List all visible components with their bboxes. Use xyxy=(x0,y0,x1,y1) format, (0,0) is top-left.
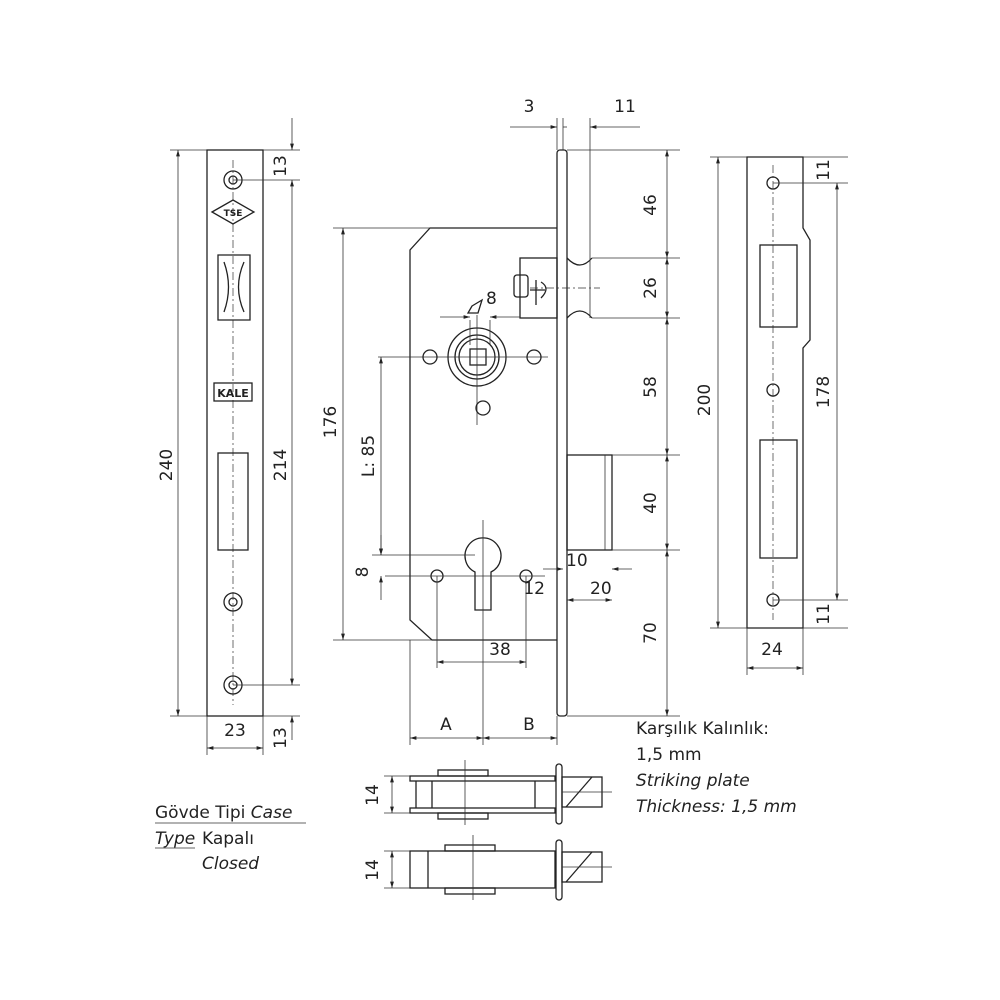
dim-46: 46 xyxy=(641,194,661,216)
svg-text:KALE: KALE xyxy=(217,387,249,400)
note-en-title: Striking plate xyxy=(636,771,750,791)
dim-a: A xyxy=(440,715,452,735)
svg-text:Gövde Tipi Case: Gövde Tipi Case xyxy=(155,803,292,823)
dim-214: 214 xyxy=(271,449,291,481)
screw-hole xyxy=(223,592,243,612)
case-type-label-en-2: Type xyxy=(155,829,195,849)
dim-40: 40 xyxy=(641,492,661,514)
dim-11-bottom: 11 xyxy=(814,603,834,625)
deadbolt xyxy=(566,454,613,551)
dim-cylinder-8: 8 xyxy=(353,567,373,578)
dim-3: 3 xyxy=(524,97,535,117)
dim-240: 240 xyxy=(157,449,177,481)
svg-text:TSE: TSE xyxy=(224,209,243,219)
case-type-value-en: Closed xyxy=(202,854,259,874)
dim-26: 26 xyxy=(641,277,661,299)
dim-176: 176 xyxy=(321,406,341,438)
dim-178: 178 xyxy=(814,376,834,408)
faceplate-front-view: TSE KALE 240 214 13 13 23 xyxy=(157,118,300,755)
dim-l85: L: 85 xyxy=(359,435,379,477)
case-type-value-tr: Kapalı xyxy=(202,829,254,849)
latch-opening xyxy=(217,254,251,321)
striking-plate-note: Karşılık Kalınlık: 1,5 mm Striking plate… xyxy=(636,719,797,817)
dim-38: 38 xyxy=(489,640,511,660)
case-type-label-en: Case xyxy=(251,803,293,823)
dim-20: 20 xyxy=(590,579,612,599)
lock-body-side-view: 8 38 L: 85 8 176 3 11 46 26 58 40 70 10 … xyxy=(321,97,680,745)
note-tr-title: Karşılık Kalınlık: xyxy=(636,719,769,739)
striking-plate: 200 178 11 11 24 xyxy=(695,156,848,675)
top-view-1: 14 xyxy=(363,760,612,825)
tse-logo: TSE xyxy=(210,199,256,225)
dim-24: 24 xyxy=(761,640,783,660)
dim-70: 70 xyxy=(641,622,661,644)
dim-58: 58 xyxy=(641,376,661,398)
top-view-2: 14 xyxy=(363,835,612,901)
dim-spindle-8: 8 xyxy=(486,289,497,309)
dim-10: 10 xyxy=(566,551,588,571)
dim-200: 200 xyxy=(695,384,715,416)
cylinder-cutout xyxy=(464,537,502,611)
deadbolt-opening xyxy=(217,452,249,551)
dim-12: 12 xyxy=(523,579,545,599)
case-type-label-tr: Gövde Tipi xyxy=(155,803,245,823)
dim-14-a: 14 xyxy=(363,784,383,806)
kale-logo: KALE xyxy=(213,382,253,402)
dim-23: 23 xyxy=(224,721,246,741)
dim-11: 11 xyxy=(614,97,636,117)
dim-13-bottom: 13 xyxy=(271,727,291,749)
note-en-value: Thickness: 1,5 mm xyxy=(636,797,797,817)
dim-11-top: 11 xyxy=(814,159,834,181)
dim-b: B xyxy=(523,715,535,735)
dim-14-b: 14 xyxy=(363,859,383,881)
dim-13-top: 13 xyxy=(271,155,291,177)
case-type-note: Gövde Tipi Case Type Kapalı Closed xyxy=(155,803,306,874)
note-tr-value: 1,5 mm xyxy=(636,745,702,765)
